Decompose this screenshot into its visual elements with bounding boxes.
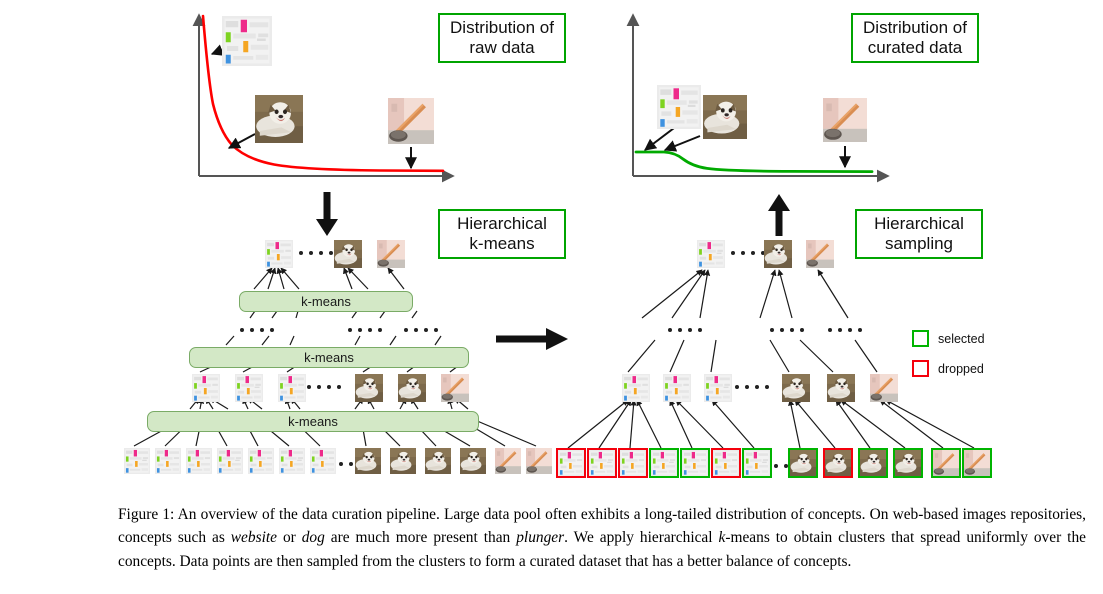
thumbnail-plunger — [806, 240, 834, 268]
thumbnail-dog — [355, 448, 381, 474]
ellipsis-right-tier2 — [770, 328, 804, 332]
thumbnail-dog — [827, 374, 855, 402]
flow-arrow-raw-to-kmeans — [316, 192, 338, 236]
label-hk-line1: Hierarchical — [457, 213, 547, 233]
label-curated-line2: curated data — [867, 38, 963, 57]
label-hs-line2: sampling — [884, 234, 954, 253]
thumbnail-plunger-selected — [933, 450, 959, 476]
caption-em-plunger: plunger — [516, 529, 565, 547]
thumbnail-website — [235, 374, 263, 402]
thumbnail-website — [186, 448, 212, 474]
label-raw-line1: Distribution of — [450, 17, 554, 37]
ellipsis-left-tier2 — [348, 328, 382, 332]
raw-plot-thumbnail-website — [222, 16, 272, 66]
kmeans-bar-bottom: k-means — [147, 411, 479, 432]
thumbnail-plunger — [870, 374, 898, 402]
legend-label-selected: selected — [938, 331, 985, 346]
kmeans-bar-bottom-label: k-means — [288, 414, 338, 429]
thumbnail-website — [124, 448, 150, 474]
kmeans-bar-middle: k-means — [189, 347, 469, 368]
thumbnail-website — [192, 374, 220, 402]
thumbnail-dog-selected — [895, 450, 921, 476]
caption-em-k: k — [718, 529, 726, 547]
thumbnail-website — [265, 240, 293, 268]
thumbnail-website-dropped — [558, 450, 584, 476]
thumbnail-dog — [390, 448, 416, 474]
thumbnail-website-selected — [682, 450, 708, 476]
thumbnail-website — [279, 448, 305, 474]
thumbnail-website-dropped — [713, 450, 739, 476]
thumbnail-plunger — [377, 240, 405, 268]
thumbnail-dog-selected — [860, 450, 886, 476]
label-hs-line1: Hierarchical — [874, 213, 964, 233]
thumbnail-website-dropped — [589, 450, 615, 476]
label-raw-line2: raw data — [469, 38, 535, 57]
thumbnail-plunger-selected — [964, 450, 990, 476]
curated-distribution-curve — [634, 150, 874, 173]
thumbnail-website-selected — [651, 450, 677, 476]
caption-part-1: Figure 1: An overview of the data curati… — [118, 506, 1086, 547]
label-distribution-curated-data: Distribution of curated data — [851, 13, 979, 63]
ellipsis-left-tier3 — [404, 328, 438, 332]
ellipsis-left-top — [299, 251, 333, 255]
thumbnail-website — [704, 374, 732, 402]
ellipsis-right-tier1 — [668, 328, 702, 332]
figure-caption: Figure 1: An overview of the data curati… — [118, 503, 1086, 573]
ellipsis-right-middle — [735, 385, 769, 389]
thumbnail-plunger — [526, 448, 552, 474]
thumbnail-website — [310, 448, 336, 474]
thumbnail-dog — [334, 240, 362, 268]
kmeans-bar-middle-label: k-means — [304, 350, 354, 365]
label-hk-line2: k-means — [469, 234, 535, 253]
thumbnail-dog — [398, 374, 426, 402]
label-distribution-raw-data: Distribution of raw data — [438, 13, 566, 63]
thumbnail-dog-selected — [790, 450, 816, 476]
ellipsis-left-middle — [307, 385, 341, 389]
thumbnail-plunger — [441, 374, 469, 402]
thumbnail-website-selected — [744, 450, 770, 476]
curated-plot-thumbnail-website — [657, 85, 701, 129]
label-curated-line1: Distribution of — [863, 17, 967, 37]
thumbnail-dog — [355, 374, 383, 402]
ellipsis-right-top — [731, 251, 765, 255]
ellipsis-left-tier1 — [240, 328, 274, 332]
thumbnail-website — [663, 374, 691, 402]
kmeans-bar-top-label: k-means — [301, 294, 351, 309]
thumbnail-website — [217, 448, 243, 474]
legend-label-dropped: dropped — [938, 361, 984, 376]
label-hierarchical-sampling: Hierarchical sampling — [855, 209, 983, 259]
thumbnail-website — [278, 374, 306, 402]
thumbnail-plunger — [495, 448, 521, 474]
caption-em-website: website — [230, 529, 277, 547]
thumbnail-dog — [460, 448, 486, 474]
flow-arrow-kmeans-to-sampling — [496, 328, 568, 350]
legend-item-selected: selected — [912, 330, 985, 347]
dropped-swatch-icon — [912, 360, 929, 377]
label-hierarchical-kmeans: Hierarchical k-means — [438, 209, 566, 259]
thumbnail-dog — [425, 448, 451, 474]
thumbnail-website — [155, 448, 181, 474]
thumbnail-website-dropped — [620, 450, 646, 476]
thumbnail-website — [248, 448, 274, 474]
caption-em-dog: dog — [301, 529, 325, 547]
thumbnail-dog — [782, 374, 810, 402]
raw-plot-thumbnail-plunger — [388, 98, 434, 144]
flow-arrow-sampling-to-curated — [768, 194, 790, 236]
thumbnail-website — [697, 240, 725, 268]
caption-part-5: -means to obtain clusters that spread un… — [118, 529, 1086, 570]
legend: selected dropped — [912, 330, 985, 390]
raw-plot-thumbnail-dog — [255, 95, 303, 143]
curated-plot-thumbnail-dog — [703, 95, 747, 139]
legend-item-dropped: dropped — [912, 360, 985, 377]
caption-part-4: . We apply hierarchical — [564, 529, 719, 547]
kmeans-bar-top: k-means — [239, 291, 413, 312]
caption-part-2: or — [276, 529, 302, 547]
thumbnail-dog — [764, 240, 792, 268]
curated-plot-thumbnail-plunger — [823, 98, 867, 142]
caption-part-3: are much more present than — [324, 529, 517, 547]
thumbnail-dog-dropped — [825, 450, 851, 476]
selected-swatch-icon — [912, 330, 929, 347]
ellipsis-right-tier3 — [828, 328, 862, 332]
thumbnail-website — [622, 374, 650, 402]
